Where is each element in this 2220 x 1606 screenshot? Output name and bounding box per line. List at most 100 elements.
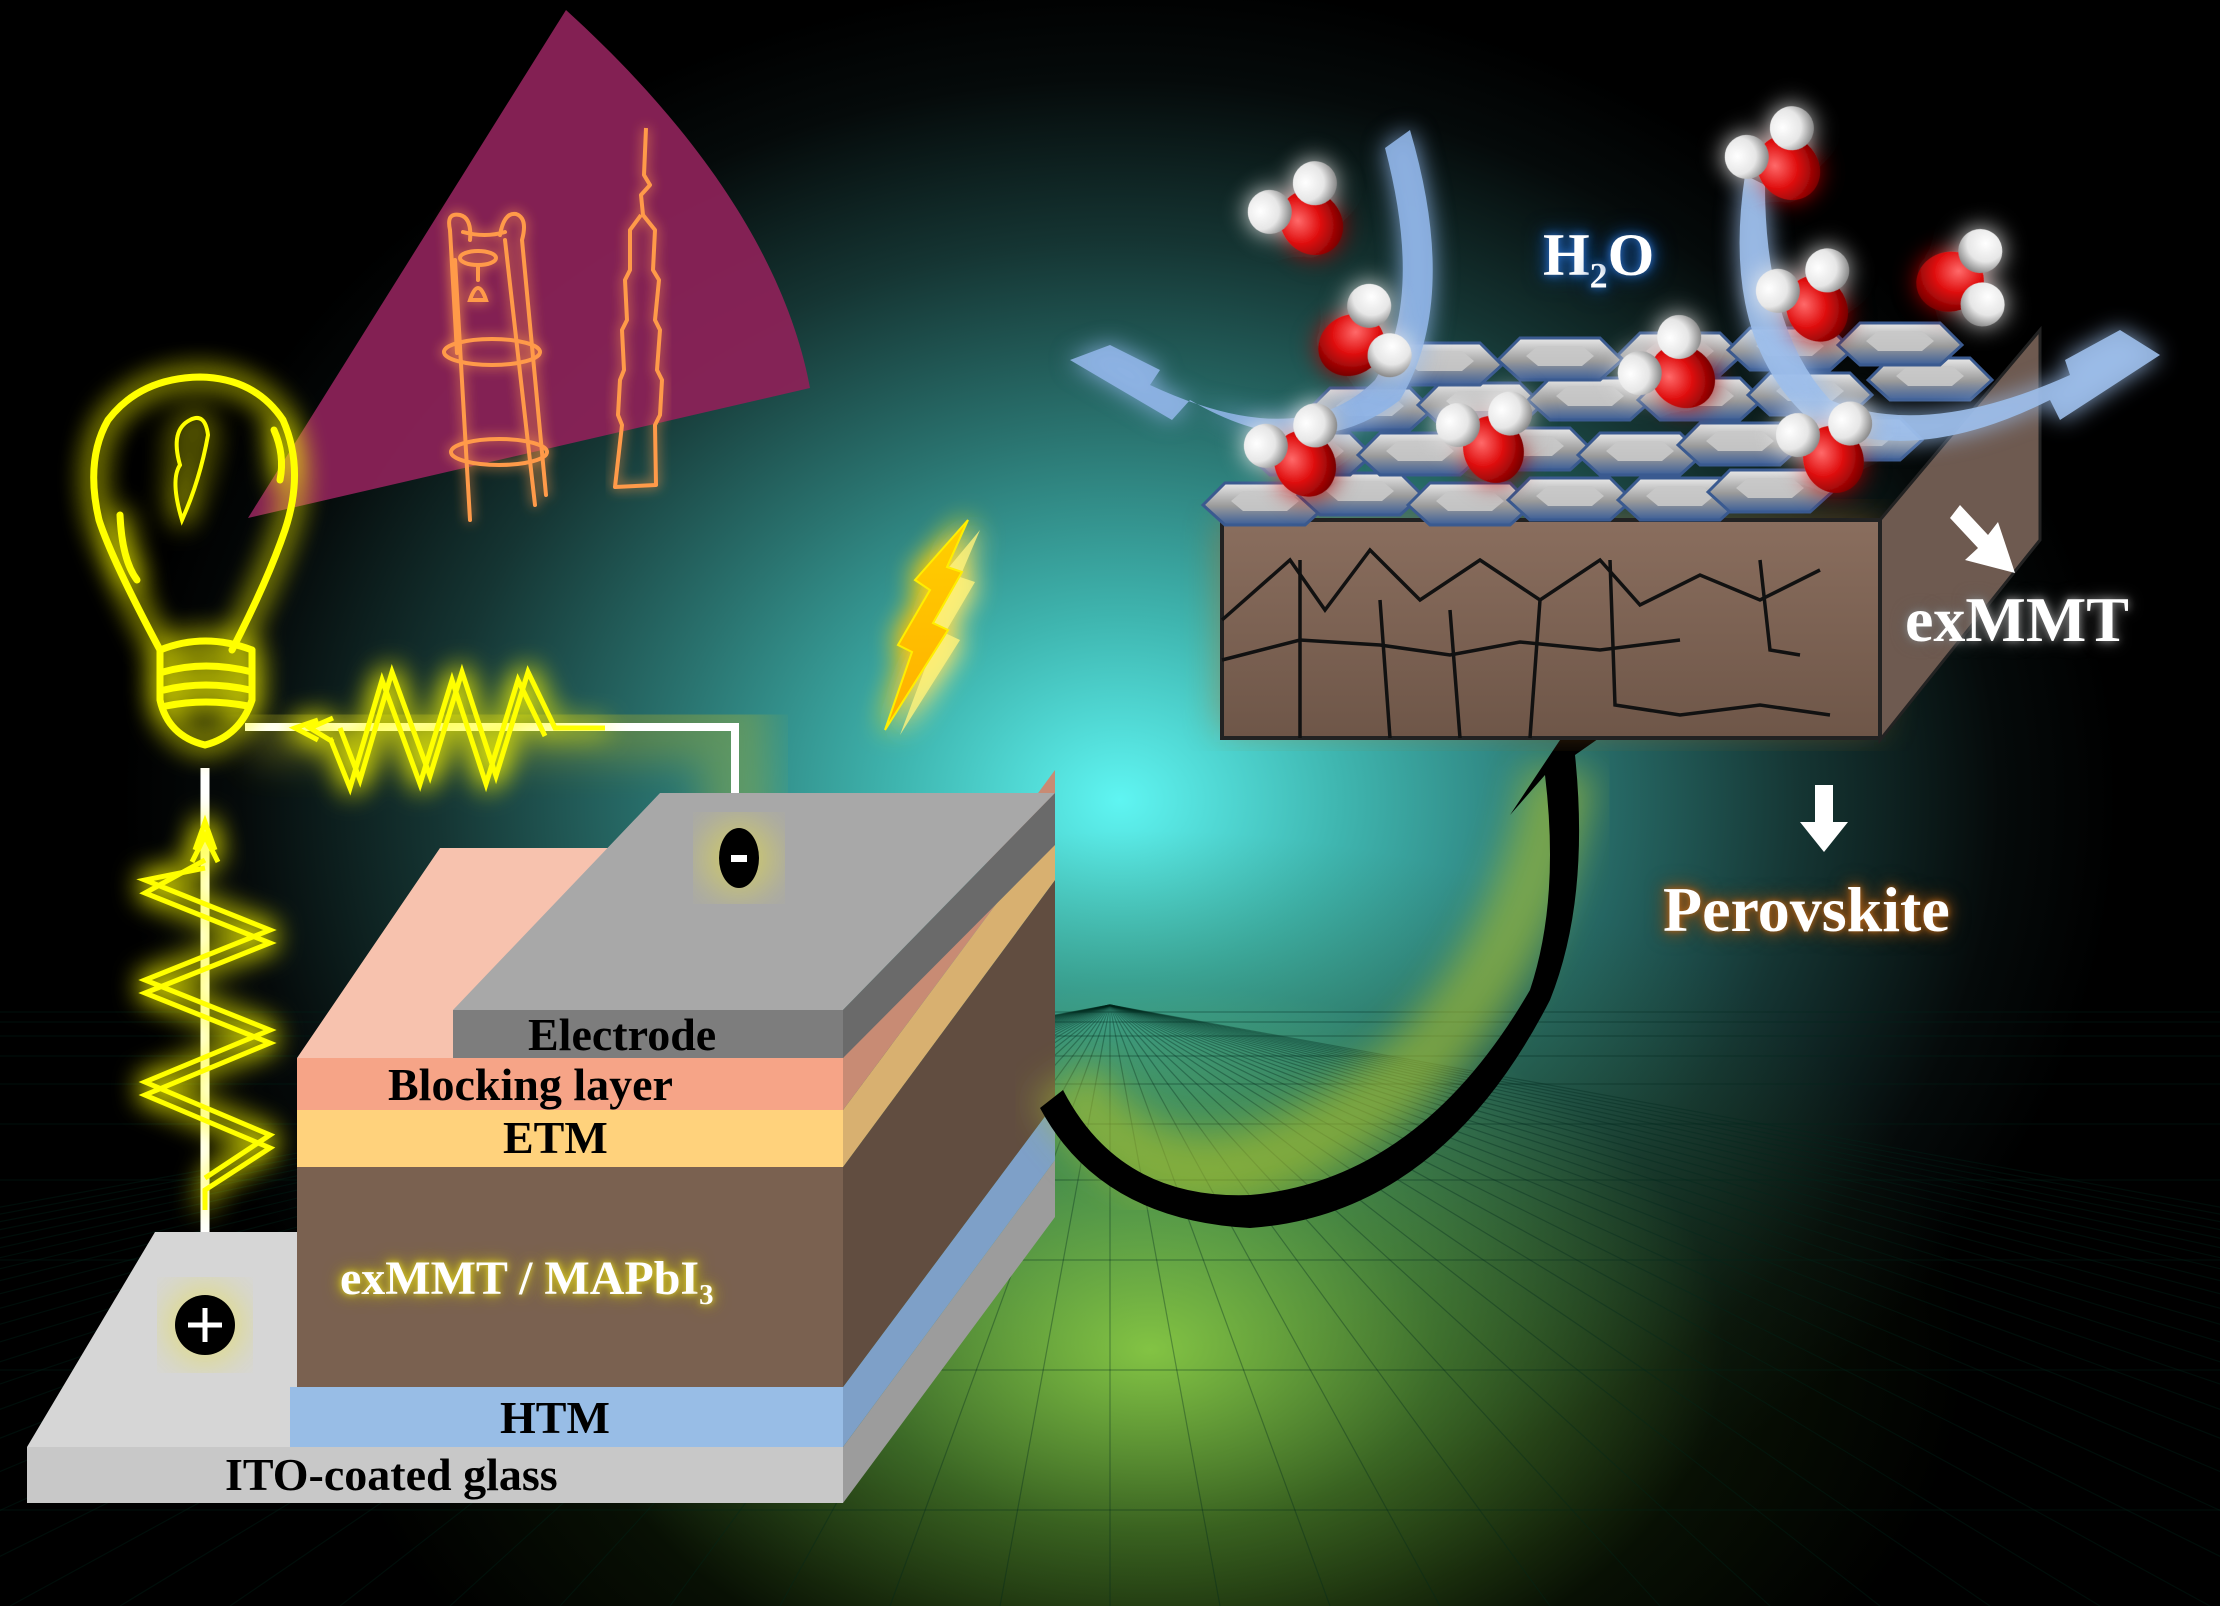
- etm-right-face: [843, 825, 1055, 1167]
- water-flow-arrows: [1070, 130, 2160, 441]
- electrode-right-face: [843, 793, 1055, 1058]
- lightning-bolt-icon: [884, 519, 980, 735]
- water-molecules: [1243, 106, 2005, 497]
- grid-line: [1109, 1004, 1771, 1606]
- grid-line: [1109, 1004, 2220, 1295]
- etm-front-face: [297, 1110, 843, 1167]
- oxygen-atom: [1318, 313, 1385, 377]
- exmmt-flake-face: [1536, 486, 1604, 506]
- layer-label-absorber: exMMT / MAPbI3: [340, 1255, 713, 1310]
- blocking-front-face: [297, 1058, 843, 1110]
- hydrogen-atom: [1755, 268, 1800, 313]
- electrode-top-face: [453, 793, 1055, 1010]
- grid-line: [1109, 1004, 2220, 1223]
- exmmt-flake-face: [1406, 351, 1474, 371]
- layer-label-etm: ETM: [503, 1112, 608, 1163]
- substrate-right-face: [843, 1160, 1055, 1503]
- hydrogen-atom: [1724, 134, 1769, 179]
- grid-line: [1109, 1004, 2220, 1215]
- hydrogen-atom: [1243, 423, 1288, 468]
- grid-line: [1109, 1004, 1661, 1606]
- electrode-front-face: [453, 1010, 843, 1058]
- flow-arrow-left-icon: [1070, 130, 1433, 435]
- grid-line: [1109, 1004, 1331, 1606]
- arrow-to-exmmt-icon: [1950, 505, 2015, 573]
- water-molecule-icon: [1755, 248, 1850, 342]
- layer-label-blocking: Blocking layer: [388, 1059, 673, 1110]
- water-molecule-icon: [1243, 403, 1338, 497]
- grid-line: [1109, 1004, 2220, 1259]
- water-molecule-icon: [1318, 283, 1412, 378]
- exmmt-flake-face: [1386, 441, 1454, 461]
- hydrogen-atom: [1292, 161, 1337, 206]
- hydrogen-atom: [1958, 229, 2003, 274]
- layer-label-substrate: ITO-coated glass: [225, 1449, 558, 1500]
- hydrogen-atom: [1805, 248, 1850, 293]
- grid-line: [1109, 1004, 2101, 1606]
- hydrogen-atom: [1435, 403, 1480, 448]
- absorber-label-subscript: 3: [699, 1279, 714, 1312]
- water-molecule-icon: [1435, 391, 1533, 483]
- curved-arrow-icon: [1040, 710, 1625, 1228]
- bell-tower-icon: [442, 211, 549, 522]
- exmmt-flake-face: [1436, 491, 1504, 511]
- exmmt-flake-face: [1706, 431, 1774, 451]
- grid-line: [1109, 1004, 2220, 1282]
- hydrogen-atom: [1769, 106, 1814, 151]
- hydrogen-atom: [1367, 333, 1412, 378]
- light-bulb-icon: [90, 373, 299, 749]
- water-label-o: O: [1607, 222, 1655, 288]
- hydrogen-atom: [1828, 401, 1873, 446]
- grain-boundaries: [1220, 547, 1831, 739]
- exmmt-flake-face: [1896, 366, 1964, 386]
- exmmt-flake-face: [1231, 491, 1299, 511]
- exmmt-flake-face: [1646, 486, 1714, 506]
- grid-line: [1109, 1004, 1551, 1606]
- oxygen-atom: [1785, 275, 1849, 342]
- hydrogen-atom: [1775, 413, 1820, 458]
- hydrogen-atom: [1488, 391, 1533, 436]
- exmmt-flake-face: [1526, 346, 1594, 366]
- htm-right-face: [843, 1103, 1055, 1447]
- substrate-front-face: [27, 1447, 843, 1503]
- oxygen-atom: [1273, 430, 1337, 497]
- clay-label: exMMT: [1905, 584, 2129, 655]
- grid-line: [1109, 1004, 1441, 1606]
- arrow-to-perovskite-icon: [1800, 785, 1848, 852]
- water-molecule-icon: [1916, 229, 2005, 327]
- grid-line: [1109, 1004, 2220, 1249]
- water-molecule-icon: [1617, 314, 1716, 409]
- resistor-left-icon: [136, 814, 277, 1210]
- beam-wedge-fill: [248, 10, 810, 518]
- grid-line: [1109, 1004, 2220, 1270]
- hydrogen-atom: [1293, 403, 1338, 448]
- water-molecule-icon: [1775, 401, 1873, 493]
- water-label: H2O: [1543, 222, 1655, 294]
- oxygen-atom: [1756, 135, 1821, 201]
- hydrogen-atom: [1960, 282, 2005, 327]
- exmmt-flake-face: [1606, 441, 1674, 461]
- layer-label-htm: HTM: [500, 1392, 610, 1443]
- exmmt-flake-face: [1326, 481, 1394, 501]
- water-molecule-icon: [1724, 106, 1821, 201]
- grid-line: [1109, 1004, 2211, 1606]
- block-front-face: [1220, 518, 1882, 740]
- water-label-subscript: 2: [1589, 255, 1608, 296]
- water-label-h: H: [1543, 222, 1590, 288]
- grid-line: [1109, 1004, 2220, 1343]
- water-molecule-icon: [1247, 161, 1344, 256]
- oxygen-atom: [1650, 344, 1716, 409]
- hydrogen-atom: [1247, 189, 1292, 234]
- layer-label-electrode: Electrode: [528, 1009, 717, 1060]
- hydrogen-atom: [1657, 314, 1702, 359]
- grid-line: [1109, 1004, 2220, 1231]
- grid-line: [1109, 1004, 1991, 1606]
